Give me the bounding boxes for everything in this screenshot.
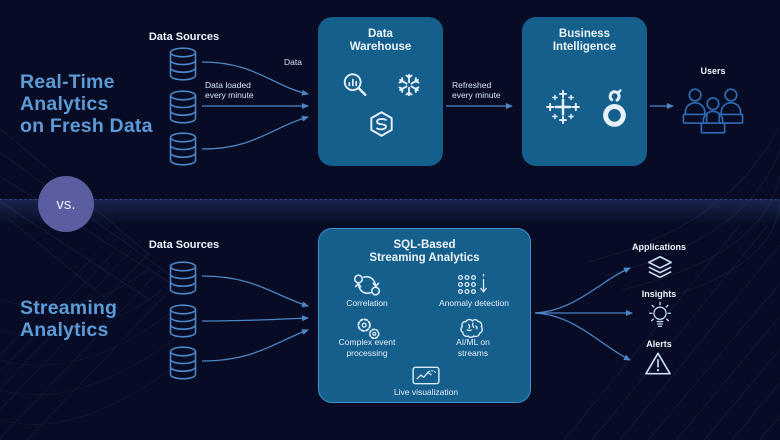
background-decoration <box>0 127 780 440</box>
business-intelligence-box: Business Intelligence <box>522 17 647 166</box>
database-cylinder-icon <box>169 132 197 166</box>
database-cylinder-icon <box>169 346 197 380</box>
sql-box-title: SQL-Based Streaming Analytics <box>369 239 480 264</box>
looker-icon <box>603 89 626 127</box>
database-cylinder-icon <box>169 261 197 295</box>
feature-label-correlation: Correlation <box>346 298 388 308</box>
correlation-cycle-icon <box>353 274 381 296</box>
anomaly-grid-icon <box>457 273 487 295</box>
users-label: Users <box>700 66 726 76</box>
users-laptops-icon <box>682 88 744 134</box>
vs-badge: vs. <box>38 176 94 232</box>
gears-icon <box>357 318 380 340</box>
singlestore-hexagon-icon <box>370 111 393 137</box>
flow-arrows <box>201 61 674 362</box>
refreshed-note: Refreshed every minute <box>452 80 501 100</box>
sql-streaming-analytics-box: SQL-Based Streaming Analytics Correlatio… <box>318 228 531 403</box>
bottom-data-sources-label: Data Sources <box>148 239 220 251</box>
vs-label: vs. <box>56 195 76 213</box>
output-label-applications: Applications <box>631 242 686 252</box>
query-magnifier-icon <box>343 73 367 97</box>
lightbulb-icon <box>648 301 672 328</box>
stacked-layers-icon <box>648 255 672 279</box>
data-warehouse-box: Data Warehouse <box>318 17 443 166</box>
output-label-insights: Insights <box>641 289 677 299</box>
feature-label-complex-event-processing: Complex event processing <box>338 337 396 358</box>
feature-label-ai-ml-on-streams: AI/ML on streams <box>456 337 490 358</box>
snowflake-icon <box>398 73 420 97</box>
data-loaded-note: Data loaded every minute <box>205 80 254 100</box>
data-warehouse-title: Data Warehouse <box>349 28 412 53</box>
bottom-section-title: Streaming Analytics <box>20 297 118 341</box>
tableau-icon <box>546 89 580 125</box>
brain-icon <box>460 318 483 339</box>
database-cylinder-icon <box>169 47 197 81</box>
top-data-sources-label: Data Sources <box>148 31 220 43</box>
live-chart-icon <box>412 366 440 385</box>
warning-triangle-icon <box>645 352 671 375</box>
data-note: Data <box>284 57 302 67</box>
database-cylinder-icon <box>169 90 197 124</box>
divider-band <box>0 199 780 225</box>
business-intelligence-title: Business Intelligence <box>552 28 617 53</box>
feature-label-live-visualization: Live visualization <box>393 387 459 397</box>
top-section-title: Real-Time Analytics on Fresh Data <box>20 71 153 137</box>
database-cylinder-icon <box>169 304 197 338</box>
output-label-alerts: Alerts <box>646 339 672 349</box>
feature-label-anomaly-detection: Anomaly detection <box>439 298 509 308</box>
